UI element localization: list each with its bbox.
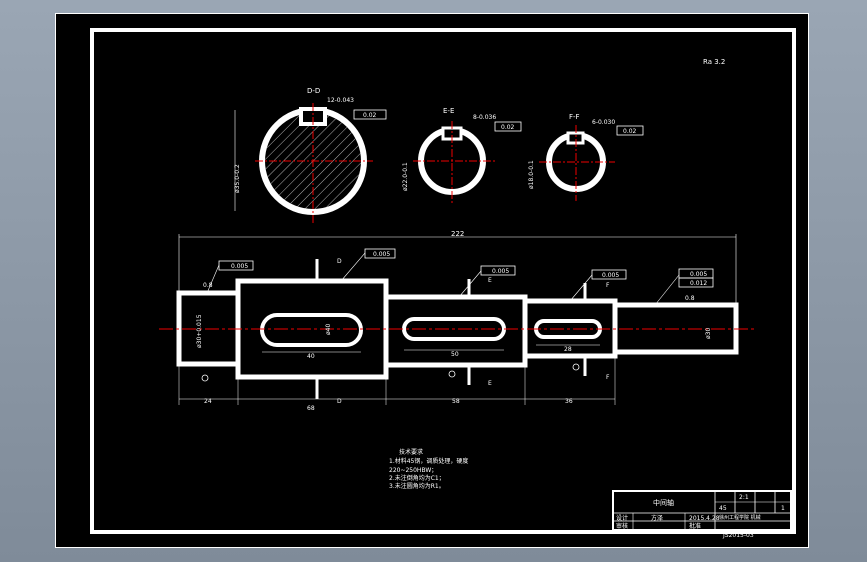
gdt-f: 0.005 [569,269,627,302]
notes-line-1: 1.材料45钢，调质处理，硬度 [389,457,468,465]
title-block: 中间轴 2:1 1 45 设计 方泽 2015.4.28 徐州工程学院 机械 审… [612,490,792,539]
drawing-canvas: Ra 3.2 D-D 12-0.043 0.02 ø [55,13,809,548]
title-part-name: 中间轴 [653,498,674,507]
gdt-left-value: 0.005 [231,263,248,270]
gdt-e: 0.005 [458,265,516,298]
title-date: 2015.4.28 [689,515,720,522]
seg-3-length: 58 [452,398,460,405]
drawing-border [90,28,796,534]
title-approve-label: 批准 [689,522,701,530]
gdt-d: 0.005 [340,248,396,282]
section-f-diameter: ø18.0-0.1 [528,160,535,189]
section-e-diameter: ø22.0-0.1 [402,162,409,191]
gdt-f-value: 0.005 [602,272,619,279]
section-d: D-D 12-0.043 0.02 ø35.0-0.2 [234,87,387,223]
section-f-keyway-width: 6-0.030 [592,119,615,126]
gdt-e-value: 0.005 [492,268,509,275]
section-e-label: E-E [443,107,454,115]
drawing-sheet: Ra 3.2 D-D 12-0.043 0.02 ø [55,13,809,548]
section-mark-d: D [337,258,342,265]
sheet-border [55,13,809,548]
seg-2-length: 68 [307,405,315,412]
keyway-slot-1 [260,313,363,347]
title-check-label: 审核 [616,522,628,530]
gdt-right-value-1: 0.005 [690,271,707,278]
section-mark-f-bottom: F [606,374,610,381]
shaft-main-view: 222 D D E E [159,230,755,412]
title-designer-label: 设计 [616,514,628,522]
section-e-tolerance: 0.02 [501,124,515,131]
seg-1-length: 24 [204,398,212,405]
title-scale: 2:1 [739,494,749,501]
section-mark-e-bottom: E [488,380,492,387]
keyway-len-1: 40 [307,353,315,360]
section-e-keyway-width: 8-0.036 [473,114,496,121]
notes-title: 技术要求 [399,448,423,456]
dia-left: ø30+0.015 [196,314,203,348]
gdt-right: 0.005 0.012 [654,268,714,306]
section-f-label: F-F [569,113,580,121]
title-school: 徐州工程学院 机械 [719,514,761,521]
section-f: F-F 6-0.030 0.02 ø18.0-0.1 [528,113,644,201]
gdt-right-value-2: 0.012 [690,280,707,287]
seg-4-length: 36 [565,398,573,405]
title-material: 45 [719,505,727,512]
keyway-len-3: 28 [564,346,572,353]
roughness-left: 0.8 [203,282,213,289]
gdt-left: 0.005 [206,260,254,294]
section-mark-d-bottom: D [337,398,342,405]
shaft-overall-length: 222 [451,230,464,238]
notes-line-3: 2.未注倒角均为C1； [389,474,445,482]
gdt-d-value: 0.005 [373,251,390,258]
section-d-label: D-D [307,87,320,95]
notes-line-2: 220~250HBW； [389,467,437,474]
section-d-diameter: ø35.0-0.2 [234,164,241,193]
roughness-right: 0.8 [685,295,695,302]
notes-line-4: 3.未注圆角均为R1。 [389,482,445,490]
section-mark-f: F [606,282,610,289]
section-d-keyway-width: 12-0.043 [327,97,354,104]
title-sheet: 1 [781,505,785,512]
technical-notes: 技术要求 1.材料45钢，调质处理，硬度 220~250HBW； 2.未注倒角均… [389,448,468,490]
section-d-tolerance: 0.02 [363,112,377,119]
title-designer-name: 方泽 [651,514,663,522]
title-drawing-no: JS2015-03 [722,532,754,539]
section-f-tolerance: 0.02 [623,128,637,135]
keyway-len-2: 50 [451,351,459,358]
dia-right: ø30 [705,328,712,339]
section-mark-e: E [488,277,492,284]
dia-mid: ø40 [325,324,332,335]
roughness-mark: Ra 3.2 [703,58,725,66]
section-e: E-E 8-0.036 0.02 ø22.0-0.1 [402,107,522,203]
